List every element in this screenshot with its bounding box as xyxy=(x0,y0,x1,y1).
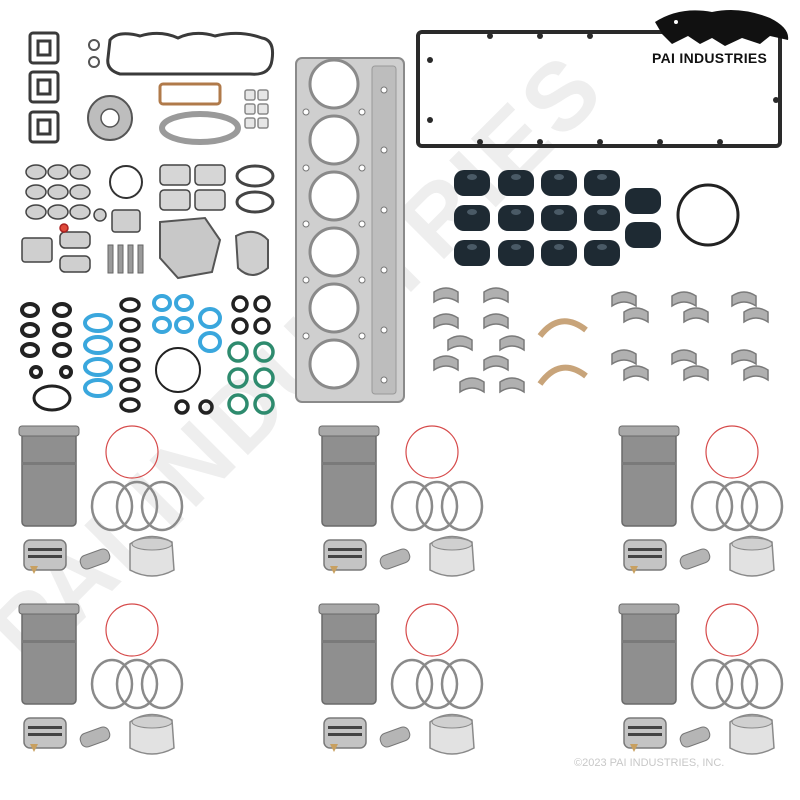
liner-piston-set-2 xyxy=(317,424,484,578)
valve-cover-seal xyxy=(106,31,274,76)
grommets xyxy=(244,89,269,129)
thrust-washers xyxy=(537,318,588,386)
liner-piston-set-6 xyxy=(617,602,784,756)
oring-green-group xyxy=(227,341,275,415)
oring-dark-group xyxy=(119,295,271,415)
valve-cover-gasket xyxy=(416,30,782,148)
liner-piston-set-3 xyxy=(617,424,784,578)
liner-piston-set-1 xyxy=(17,424,184,578)
water-pump-gasket xyxy=(159,216,222,280)
rod-bearings xyxy=(611,291,769,382)
manifold-gaskets xyxy=(28,31,60,144)
cylinder-head-gasket xyxy=(295,57,405,403)
oring-blue-group xyxy=(83,294,222,398)
misc-gaskets xyxy=(21,208,141,273)
main-bearings xyxy=(433,287,525,394)
brand-name: PAI INDUSTRIES xyxy=(652,50,768,66)
seal-ring xyxy=(676,183,740,247)
rubber-isolators xyxy=(454,170,661,266)
rope-seal xyxy=(159,111,241,145)
oval-gaskets xyxy=(235,164,275,214)
studs xyxy=(107,244,144,274)
copyright-notice: ©2023 PAI INDUSTRIES, INC. xyxy=(574,757,725,769)
housing-gasket xyxy=(234,230,269,276)
cork-gasket xyxy=(158,82,222,106)
oring-black-group xyxy=(20,302,73,412)
brand-logo-icon xyxy=(655,10,789,46)
small-washers xyxy=(88,39,100,68)
liner-piston-set-4 xyxy=(17,602,184,756)
turbo-gaskets xyxy=(159,164,226,211)
exhaust-gaskets xyxy=(25,164,91,220)
liner-piston-set-5 xyxy=(317,602,484,756)
large-oring xyxy=(109,165,143,199)
